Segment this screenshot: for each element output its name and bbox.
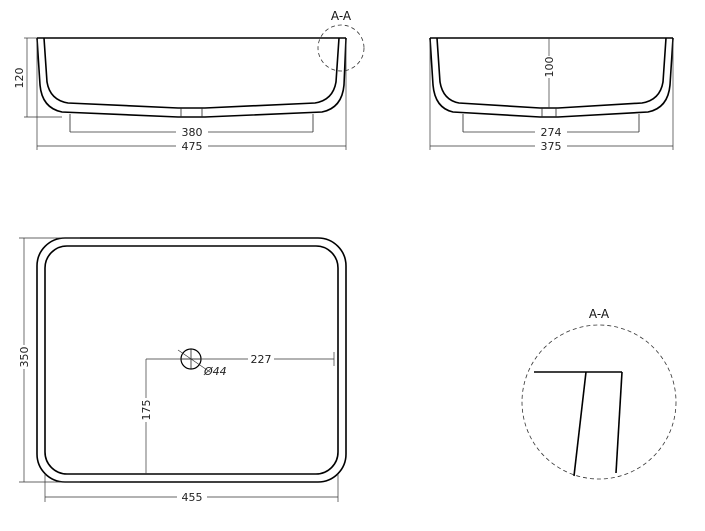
front-base-width-label: 380 — [182, 126, 203, 139]
front-elevation: 120 380 475 A-A — [13, 9, 365, 153]
side-base-width-label: 274 — [541, 126, 562, 139]
section-label-detail: A-A — [589, 307, 610, 321]
plan-width-label: 455 — [182, 491, 203, 504]
side-depth-label: 100 — [543, 57, 556, 78]
section-label-top: A-A — [331, 9, 352, 23]
drain-diameter-label: Ø44 — [203, 365, 227, 378]
section-detail: A-A — [521, 307, 677, 480]
side-overall-width-label: 375 — [541, 140, 562, 153]
plan-view: Ø44 227 175 350 455 — [18, 237, 347, 504]
plan-height-label: 350 — [18, 347, 31, 368]
front-overall-width-label: 475 — [182, 140, 203, 153]
front-height-label: 120 — [13, 68, 26, 89]
plan-drain-y-label: 175 — [140, 400, 153, 421]
side-elevation: 100 274 375 — [429, 37, 674, 153]
plan-drain-x-label: 227 — [251, 353, 272, 366]
